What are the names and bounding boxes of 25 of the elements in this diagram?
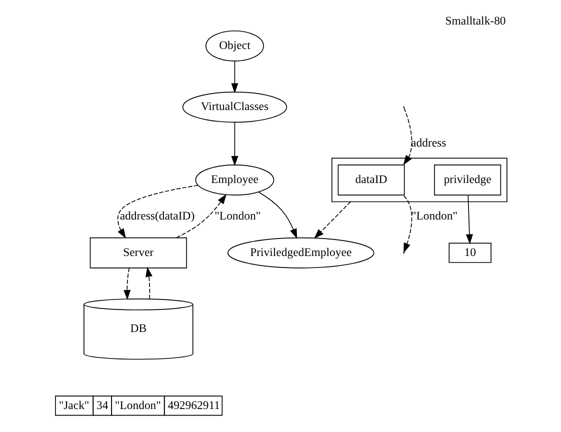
arrow xyxy=(230,60,238,94)
arrow xyxy=(402,108,412,166)
arrow xyxy=(230,122,238,166)
node-box: priviledge xyxy=(434,164,501,196)
edge-label: address xyxy=(410,136,446,150)
arrow xyxy=(123,268,130,300)
cluster xyxy=(330,158,507,202)
arrow xyxy=(176,194,226,238)
node-ellipse: Employee xyxy=(194,164,274,196)
node-ellipse: Object xyxy=(205,30,264,62)
node-box: Server xyxy=(89,237,186,268)
arrow xyxy=(403,195,412,254)
edge-label: address(dataID) xyxy=(119,210,194,223)
arrow xyxy=(313,201,350,239)
arrow xyxy=(258,192,297,239)
edge-label: "London" xyxy=(214,210,260,223)
arrow xyxy=(465,194,472,244)
diagram-title: Smalltalk-80 xyxy=(444,14,506,28)
node-ellipse: PriviledgedEmployee xyxy=(226,237,374,268)
node-ellipse: VirtualClasses xyxy=(182,92,287,123)
edge-label: "London" xyxy=(410,210,458,223)
node-box: dataID xyxy=(337,164,404,196)
arrow xyxy=(144,266,152,300)
arrow xyxy=(116,184,198,239)
node-box: 10 xyxy=(448,242,491,263)
